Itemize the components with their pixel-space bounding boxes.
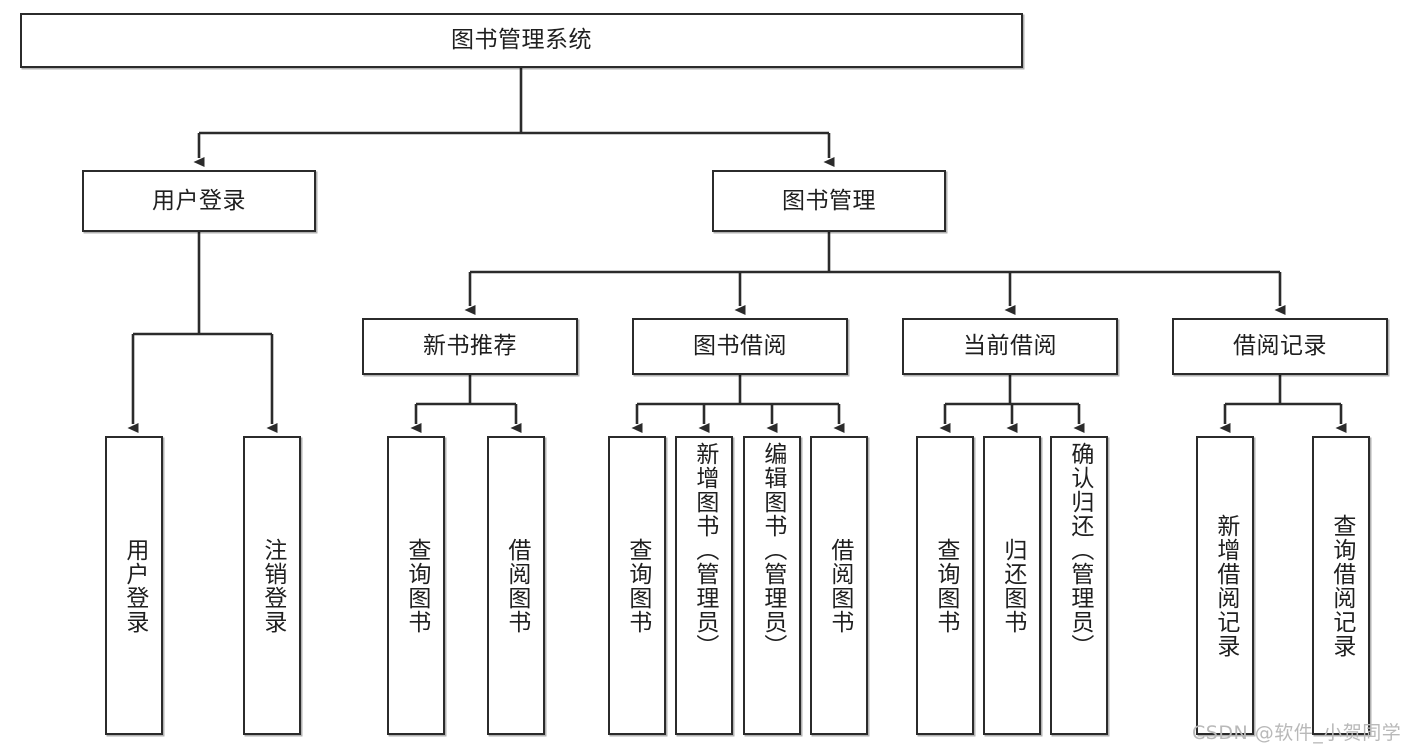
node-leaf-query-borrow-record[interactable]: 查询借阅记录 [1312,436,1370,735]
node-label: 查询借阅记录 [1328,513,1355,658]
node-leaf-add-book-admin[interactable]: 新增图书（管理员） [675,436,733,735]
node-label: 编辑图书（管理员） [759,442,786,658]
node-label: 用户登录 [152,187,246,214]
node-label: 图书借阅 [693,333,787,360]
node-label: 借阅图书 [503,537,530,634]
node-borrow-record[interactable]: 借阅记录 [1172,318,1388,375]
node-leaf-edit-book-admin[interactable]: 编辑图书（管理员） [743,436,801,735]
node-label: 查询图书 [932,537,959,634]
node-label: 归还图书 [999,537,1026,634]
node-label: 图书管理系统 [451,27,592,54]
node-label: 确认归还（管理员） [1066,442,1093,658]
node-root[interactable]: 图书管理系统 [20,13,1023,68]
node-label: 当前借阅 [963,333,1057,360]
node-label: 用户登录 [121,537,148,634]
node-label: 图书管理 [782,187,876,214]
node-leaf-return-book[interactable]: 归还图书 [983,436,1041,735]
node-leaf-user-login[interactable]: 用户登录 [105,436,163,735]
node-label: 注销登录 [259,537,286,634]
csdn-watermark: CSDN @软件_小贺同学 [1192,722,1402,744]
node-leaf-query-book[interactable]: 查询图书 [608,436,666,735]
node-leaf-query-book-rec[interactable]: 查询图书 [387,436,445,735]
node-label: 新增图书（管理员） [691,442,718,658]
node-leaf-confirm-return-admin[interactable]: 确认归还（管理员） [1050,436,1108,735]
node-label: 新增借阅记录 [1212,513,1239,658]
node-leaf-borrow-book-rec[interactable]: 借阅图书 [487,436,545,735]
node-book-borrow[interactable]: 图书借阅 [632,318,848,375]
node-current-borrow[interactable]: 当前借阅 [902,318,1118,375]
node-user-login[interactable]: 用户登录 [82,170,316,232]
node-new-book-rec[interactable]: 新书推荐 [362,318,578,375]
node-leaf-query-book-cur[interactable]: 查询图书 [916,436,974,735]
node-leaf-user-logout[interactable]: 注销登录 [243,436,301,735]
node-leaf-borrow-book[interactable]: 借阅图书 [810,436,868,735]
node-leaf-add-borrow-record[interactable]: 新增借阅记录 [1196,436,1254,735]
node-label: 新书推荐 [423,333,517,360]
node-label: 借阅记录 [1233,333,1327,360]
node-label: 借阅图书 [826,537,853,634]
node-label: 查询图书 [403,537,430,634]
node-label: 查询图书 [624,537,651,634]
node-book-manage[interactable]: 图书管理 [712,170,946,232]
